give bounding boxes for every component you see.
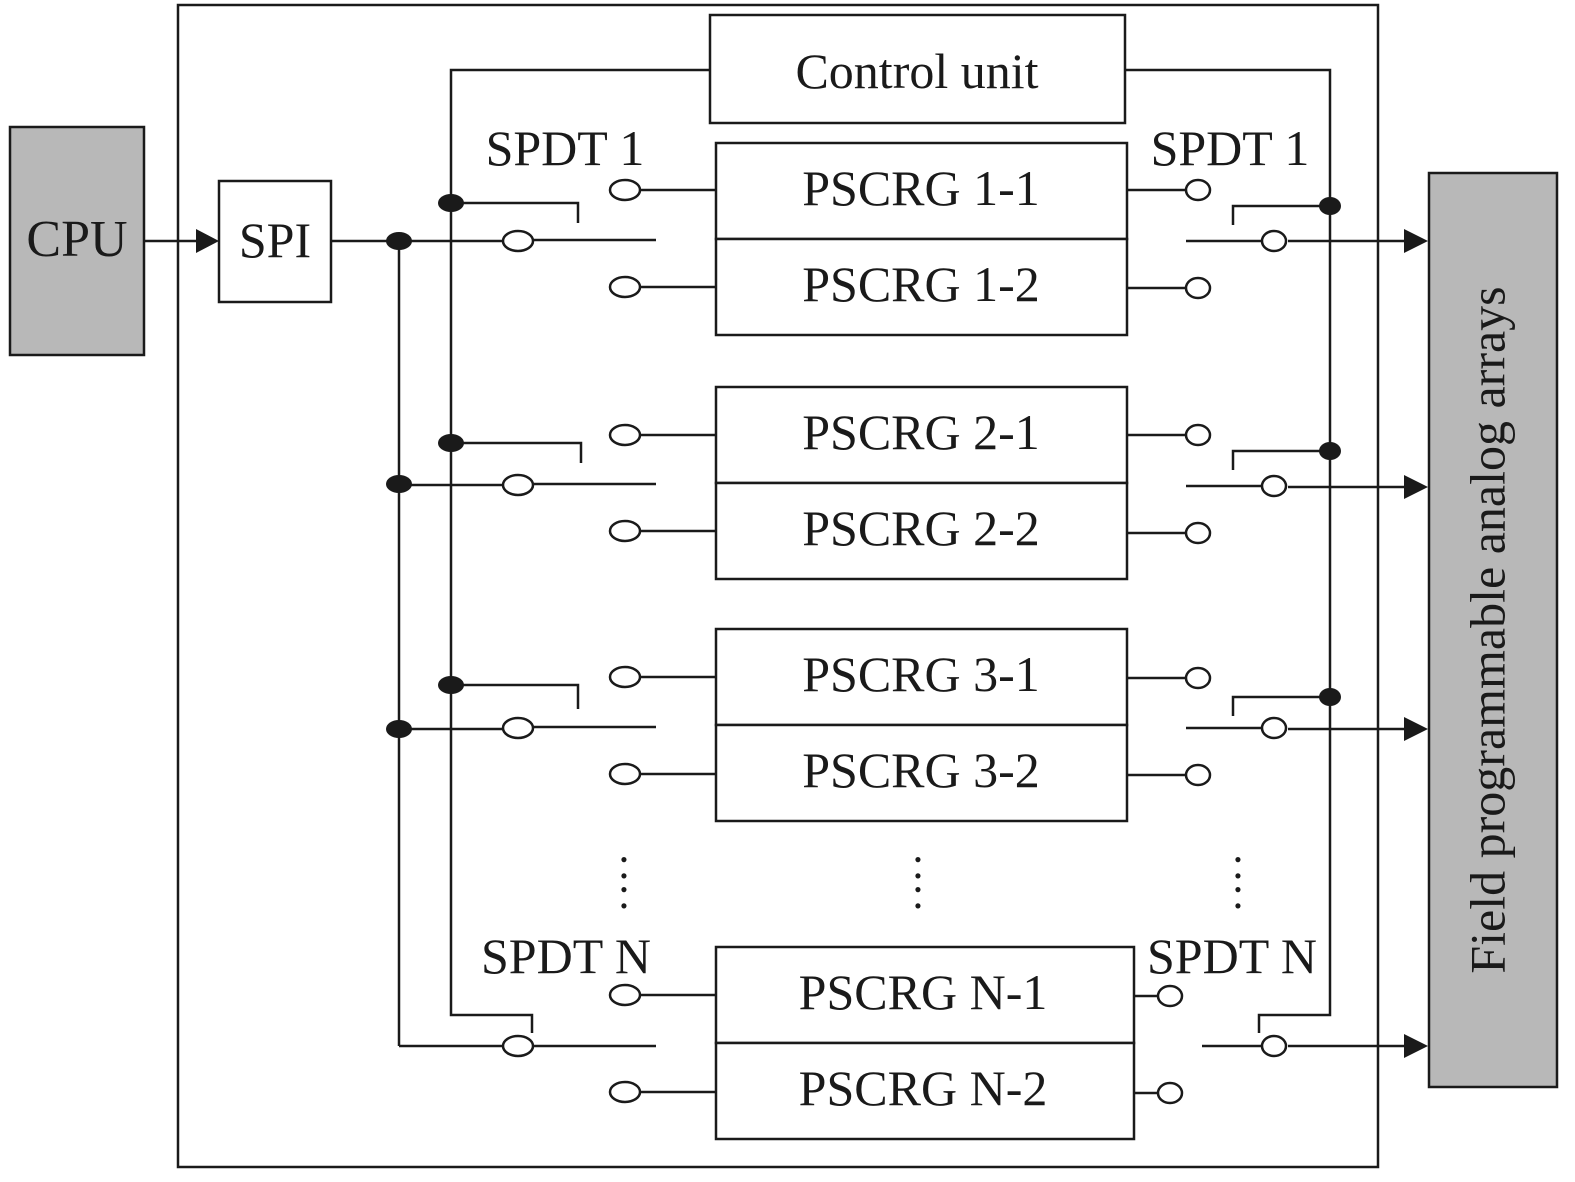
- spdt-right-label: SPDT 1: [1151, 120, 1310, 176]
- spi-label: SPI: [239, 212, 311, 268]
- cpu-label: CPU: [26, 211, 127, 268]
- fpaa-input-arrow: [1404, 1034, 1428, 1058]
- junction-node: [1319, 442, 1341, 460]
- cpu-block: [8, 125, 146, 357]
- pscrg-block: [714, 945, 1136, 1045]
- control-line: [451, 441, 583, 463]
- system-boundary: [176, 3, 1380, 1169]
- pscrg-bottom-label: PSCRG 1-2: [802, 256, 1040, 312]
- junction-node: [386, 475, 412, 493]
- fpaa-input-arrow: [1404, 229, 1428, 253]
- pscrg-block: [714, 237, 1129, 337]
- cpu-to-spi-arrow: [196, 229, 219, 253]
- pscrg-top-label: PSCRG 1-1: [802, 160, 1040, 216]
- control-line: [1231, 695, 1330, 716]
- control-line: [451, 683, 580, 709]
- switch-terminal: [608, 178, 642, 202]
- pscrg-block: [714, 627, 1129, 727]
- control-line: [1231, 449, 1330, 470]
- pscrg-block: [714, 481, 1129, 581]
- pscrg-bottom-label: PSCRG N-2: [799, 1060, 1048, 1116]
- junction-node: [438, 434, 464, 452]
- junction-node: [386, 720, 412, 738]
- spdt-left-label: SPDT N: [481, 928, 651, 984]
- switch-terminal: [608, 762, 642, 786]
- ellipsis-left: :: [618, 869, 630, 918]
- switch-terminal: [608, 1080, 642, 1104]
- pscrg-top-label: PSCRG 2-1: [802, 404, 1040, 460]
- ellipsis-left: :: [618, 839, 630, 888]
- junction-node: [386, 232, 412, 250]
- group-n: SPDT N SPDT N PSCRG N-1 PSCRG N-2: [399, 928, 1428, 1141]
- pscrg-top-label: PSCRG N-1: [799, 964, 1048, 1020]
- control-line: [451, 201, 580, 223]
- fpaa-block: [1427, 171, 1559, 1089]
- switch-terminal: [608, 275, 642, 299]
- switch-terminal: [1260, 716, 1288, 740]
- switch-terminal: [1184, 178, 1212, 202]
- switch-terminal: [1184, 763, 1212, 787]
- group-3: PSCRG 3-1 PSCRG 3-2: [386, 627, 1428, 823]
- junction-node: [438, 194, 464, 212]
- switch-terminal: [1184, 276, 1212, 300]
- switch-terminal: [1184, 423, 1212, 447]
- pscrg-top-label: PSCRG 3-1: [802, 646, 1040, 702]
- spdt-left-label: SPDT 1: [486, 120, 645, 176]
- switch-terminal: [608, 519, 642, 543]
- junction-node: [1319, 197, 1341, 215]
- pscrg-block: [714, 385, 1129, 485]
- control-unit-label: Control unit: [795, 43, 1038, 99]
- switch-terminal: [1260, 474, 1288, 498]
- spdt-right-label: SPDT N: [1147, 928, 1317, 984]
- switch-terminal: [608, 665, 642, 689]
- switch-terminal: [1156, 1081, 1184, 1105]
- switch-terminal: [1260, 1034, 1288, 1058]
- ellipsis-right: :: [1232, 839, 1244, 888]
- switch-terminal: [501, 716, 535, 740]
- fpaa-input-arrow: [1404, 475, 1428, 499]
- switch-terminal: [501, 473, 535, 497]
- control-bus-left: [449, 68, 710, 1033]
- pscrg-bottom-label: PSCRG 2-2: [802, 500, 1040, 556]
- switch-terminal: [608, 423, 642, 447]
- fpaa-label: Field programmable analog arrays: [1459, 286, 1515, 973]
- group-1: SPDT 1 SPDT 1 PSCRG 1-1 PSCRG 1-2: [386, 120, 1428, 337]
- group-2: PSCRG 2-1 PSCRG 2-2: [386, 385, 1428, 581]
- switch-terminal: [608, 983, 642, 1007]
- junction-node: [1319, 688, 1341, 706]
- switch-terminal: [1156, 984, 1184, 1008]
- junction-node: [438, 676, 464, 694]
- pscrg-bottom-label: PSCRG 3-2: [802, 742, 1040, 798]
- control-bus-right: [1125, 68, 1332, 1033]
- control-unit-block: [708, 13, 1127, 125]
- switch-terminal: [501, 229, 535, 253]
- control-line: [1231, 204, 1330, 225]
- fpaa-input-arrow: [1404, 717, 1428, 741]
- switch-terminal: [1260, 229, 1288, 253]
- ellipsis-right: :: [1232, 869, 1244, 918]
- ellipsis-center: :: [912, 839, 924, 888]
- pscrg-block: [714, 723, 1129, 823]
- switch-terminal: [1184, 666, 1212, 690]
- ellipsis-center: :: [912, 869, 924, 918]
- switch-terminal: [501, 1034, 535, 1058]
- switch-terminal: [1184, 521, 1212, 545]
